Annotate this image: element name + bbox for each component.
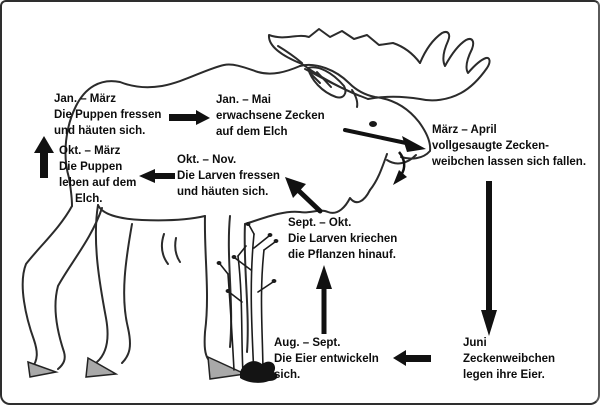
label-line: März – April <box>432 124 497 136</box>
label-females-lay: Juni Zeckenweibchen legen ihre Eier. <box>463 335 555 383</box>
plant-buds <box>216 222 279 293</box>
moose-belly <box>97 204 206 222</box>
label-pupae-feed: Jan. – März Die Puppen fressen und häute… <box>54 91 161 139</box>
plant-stems <box>227 233 265 377</box>
arrow-diagonal-to-larvae-feed <box>285 177 323 214</box>
moose-ear <box>307 66 347 99</box>
moose-farleg-hint <box>160 233 181 265</box>
label-line: Okt. – März <box>59 145 121 157</box>
moose-foreleg-rear-edge <box>203 215 209 360</box>
label-line: leben auf dem <box>59 177 137 189</box>
hoof-front <box>207 355 248 380</box>
label-line: Elch. <box>75 193 103 205</box>
moose-foreleg-front-edge <box>227 215 233 348</box>
label-line: Die Larven fressen <box>177 170 280 182</box>
label-line: Die Larven kriechen <box>288 233 398 245</box>
arrow-drop-at-muzzle <box>393 151 407 185</box>
plant-base-clump <box>240 361 278 383</box>
label-females-fall: März – April vollgesaugte Zecken- weibch… <box>432 122 586 170</box>
arrow-head-to-females-fall <box>343 128 426 152</box>
moose-hooves <box>27 355 248 380</box>
label-line: legen ihre Eier. <box>463 369 545 381</box>
label-line: und häuten sich. <box>177 186 269 198</box>
arrow-right-to-adult-ticks <box>169 110 210 125</box>
moose-chest <box>244 189 371 225</box>
label-larvae-feed: Okt. – Nov. Die Larven fressen und häute… <box>177 152 280 200</box>
label-line: vollgesaugte Zecken- <box>432 140 549 152</box>
moose-back <box>64 63 301 207</box>
label-line: Sept. – Okt. <box>288 217 352 229</box>
arrow-up-larvae-climb <box>316 265 332 334</box>
label-line: auf dem Elch <box>216 126 288 138</box>
label-larvae-climb: Sept. – Okt. Die Larven kriechen die Pfl… <box>288 215 397 263</box>
antler-right-palm <box>367 31 491 102</box>
hoof-rear-far <box>27 360 59 378</box>
moose-hindleg-far <box>21 205 73 369</box>
label-line: Aug. – Sept. <box>274 337 341 349</box>
antler-left-palm <box>268 28 421 65</box>
moose-hindleg-near-inner <box>121 223 133 364</box>
moose-hindleg-far-inner <box>54 207 103 370</box>
moose-antlers <box>268 28 491 102</box>
arrow-left-to-pupae <box>139 169 175 183</box>
label-pupae-live: Okt. – März Die Puppen leben auf dem Elc… <box>59 143 136 207</box>
label-line: Juni <box>463 337 487 349</box>
label-line: die Pflanzen hinauf. <box>288 249 396 261</box>
hoof-rear-near <box>85 356 119 378</box>
label-line: Jan. – Mai <box>216 94 271 106</box>
arrow-up-pupae <box>34 136 54 178</box>
label-line: Jan. – März <box>54 93 116 105</box>
cycle-arrows <box>34 110 497 366</box>
label-adult-ticks: Jan. – Mai erwachsene Zecken auf dem Elc… <box>216 92 325 140</box>
label-line: Die Puppen <box>59 161 123 173</box>
plant-bush <box>216 222 279 383</box>
label-line: sich. <box>274 369 301 381</box>
label-eggs-develop: Aug. – Sept. Die Eier entwickeln sich. <box>274 335 379 383</box>
plant-branches <box>219 224 276 303</box>
arrow-left-to-eggs <box>393 350 431 366</box>
moose-outline <box>21 63 432 370</box>
label-line: Zeckenweibchen <box>463 353 556 365</box>
antler-beam <box>277 45 369 100</box>
arrow-long-down-to-juni <box>481 181 497 336</box>
label-line: und häuten sich. <box>54 125 146 137</box>
label-line: Die Puppen fressen <box>54 109 162 121</box>
moose-hindleg-near <box>94 204 109 363</box>
label-line: Die Eier entwickeln <box>274 353 379 365</box>
moose-dewlap <box>369 153 388 191</box>
moose-eye <box>369 121 377 127</box>
moose-head <box>299 64 432 160</box>
moose-foreleg-far <box>243 223 249 353</box>
label-line: weibchen lassen sich fallen. <box>432 156 587 168</box>
label-line: Okt. – Nov. <box>177 154 237 166</box>
moose-jaw <box>386 154 417 165</box>
label-line: erwachsene Zecken <box>216 110 325 122</box>
